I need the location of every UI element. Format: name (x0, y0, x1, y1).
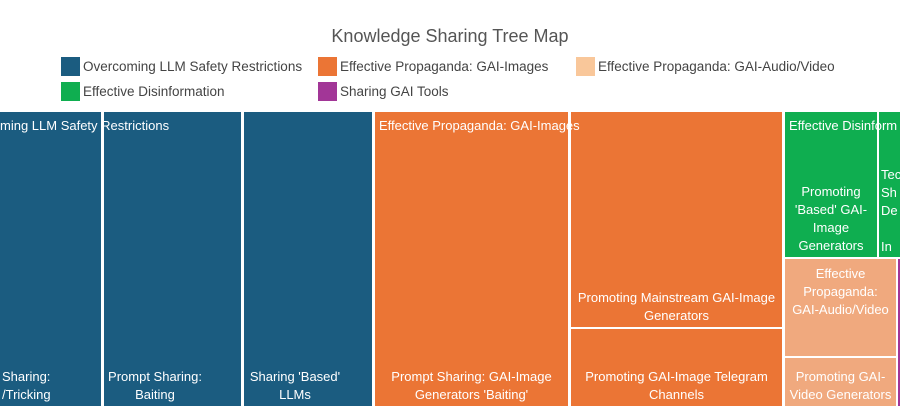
tile-overcoming-based-llms[interactable]: Sharing 'Based' LLMs (242, 110, 374, 408)
legend-swatch (318, 81, 337, 101)
tile-label: Prompt Sharing: GAI-Image Generators 'Ba… (391, 369, 552, 402)
tile-images-prompt-baiting[interactable]: Prompt Sharing: GAI-Image Generators 'Ba… (373, 110, 570, 408)
legend-label: Effective Propaganda: GAI-Images (340, 58, 549, 74)
tile-label: Promoting GAI- Video Generators (789, 369, 892, 402)
tile-label: Promoting GAI-Image Telegram Channels (585, 369, 768, 402)
tile-label: Sharing 'Based' LLMs (249, 369, 341, 402)
legend-swatch (61, 81, 80, 101)
tile-images-telegram[interactable]: Promoting GAI-Image Telegram Channels (569, 327, 784, 408)
legend-swatch (576, 56, 595, 76)
group-label-disinformation: Effective Disinform (789, 118, 898, 133)
tile-overcoming-baiting[interactable]: Prompt Sharing: Baiting (102, 110, 243, 408)
tile-sharing-tools[interactable] (896, 257, 900, 408)
legend-item-sharing-tools[interactable]: Sharing GAI Tools (318, 81, 449, 101)
tile-label: Tec Sh De In (881, 167, 900, 254)
legend-swatch (318, 56, 337, 76)
tile-audio-video-generators[interactable]: Promoting GAI- Video Generators (783, 356, 898, 408)
tile-disinfo-techniques[interactable]: Tec Sh De In (877, 110, 900, 259)
legend-swatch (61, 56, 80, 76)
tile-label: Sharing: /Tricking (2, 369, 51, 402)
chart-title: Knowledge Sharing Tree Map (331, 26, 569, 46)
tile-label: Promoting Mainstream GAI-Image Generator… (577, 290, 776, 323)
legend-item-overcoming[interactable]: Overcoming LLM Safety Restrictions (61, 56, 302, 76)
tile-label: Effective Propaganda: GAI-Audio/Video (792, 266, 889, 317)
tile-label: Prompt Sharing: Baiting (108, 369, 202, 402)
legend-item-propaganda-audio-video[interactable]: Effective Propaganda: GAI-Audio/Video (576, 56, 835, 76)
group-label-overcoming: ming LLM Safety Restrictions (0, 118, 170, 133)
legend-item-disinformation[interactable]: Effective Disinformation (61, 81, 225, 101)
tile-overcoming-tricking[interactable]: Sharing: /Tricking (0, 110, 103, 408)
legend-label: Effective Disinformation (83, 83, 225, 99)
legend-label: Effective Propaganda: GAI-Audio/Video (598, 58, 835, 74)
tile-audio-video-general[interactable]: Effective Propaganda: GAI-Audio/Video (783, 257, 898, 358)
tile-label: Promoting 'Based' GAI- Image Generators (794, 184, 868, 253)
legend-label: Sharing GAI Tools (340, 83, 449, 99)
tile-images-mainstream[interactable]: Promoting Mainstream GAI-Image Generator… (569, 110, 784, 329)
group-label-propaganda-images: Effective Propaganda: GAI-Images (379, 118, 580, 133)
legend-item-propaganda-images[interactable]: Effective Propaganda: GAI-Images (318, 56, 548, 76)
legend-label: Overcoming LLM Safety Restrictions (83, 58, 303, 74)
